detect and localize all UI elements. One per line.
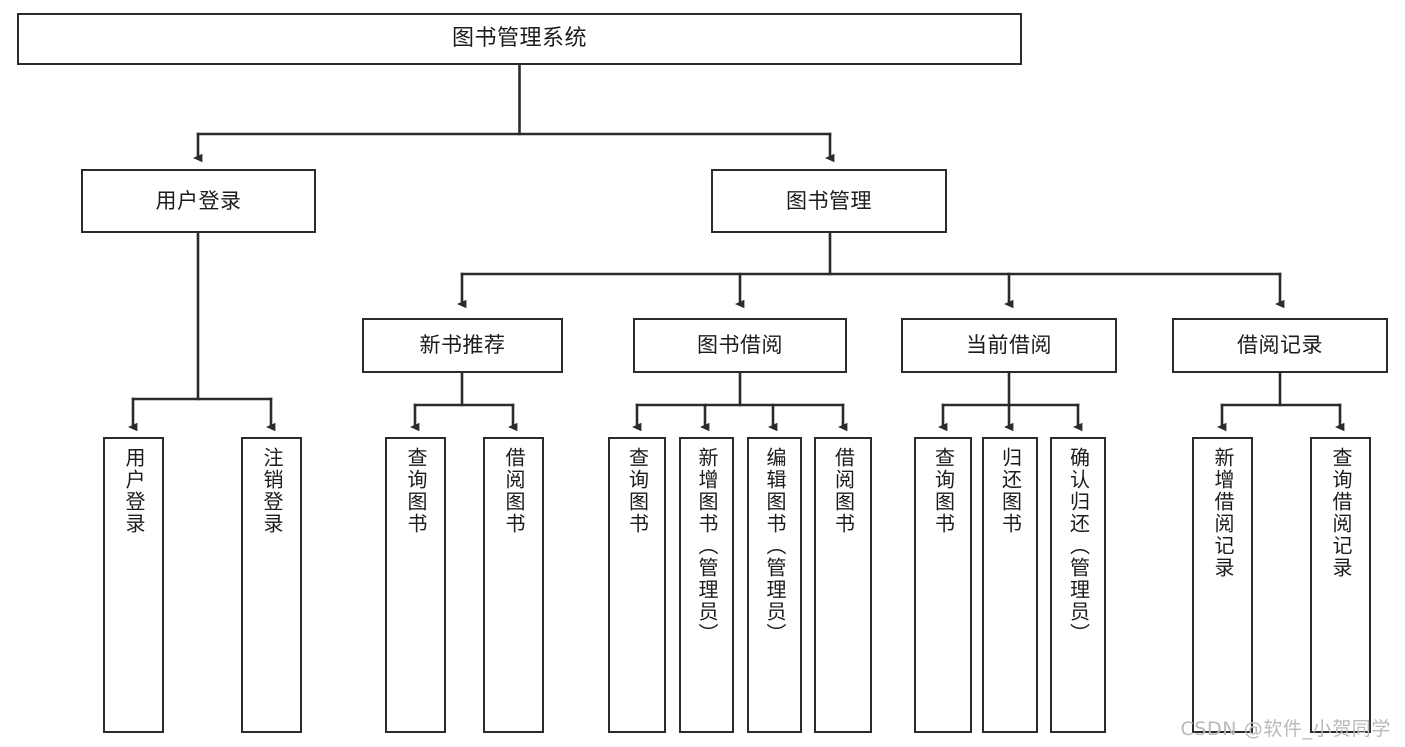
- leaf-current-borrow-query-book[interactable]: 查询图书: [914, 437, 972, 733]
- leaf-book-borrow-add-book-admin[interactable]: 新增图书（管理员）: [679, 437, 734, 733]
- node-label: 确认归还（管理员）: [1066, 447, 1091, 645]
- node-borrow-record[interactable]: 借阅记录: [1172, 318, 1388, 373]
- node-label: 编辑图书（管理员）: [763, 447, 787, 645]
- leaf-current-borrow-return-book[interactable]: 归还图书: [982, 437, 1038, 733]
- node-label: 图书管理系统: [451, 26, 587, 52]
- node-book-management[interactable]: 图书管理: [711, 169, 947, 233]
- node-label: 注销登录: [260, 447, 284, 535]
- node-label: 借阅图书: [502, 447, 526, 535]
- node-label: 图书管理: [786, 188, 872, 213]
- node-label: 借阅图书: [831, 447, 856, 535]
- node-label: 新增借阅记录: [1211, 447, 1235, 579]
- leaf-new-book-query-book[interactable]: 查询图书: [385, 437, 446, 733]
- node-label: 借阅记录: [1237, 333, 1323, 358]
- node-new-book-recommendation[interactable]: 新书推荐: [362, 318, 563, 373]
- leaf-user-login-signout[interactable]: 注销登录: [241, 437, 302, 733]
- node-label: 归还图书: [998, 447, 1023, 535]
- node-label: 新增图书（管理员）: [695, 447, 719, 645]
- node-label: 查询借阅记录: [1329, 447, 1353, 579]
- leaf-borrow-record-add-record[interactable]: 新增借阅记录: [1192, 437, 1253, 733]
- leaf-book-borrow-borrow-book[interactable]: 借阅图书: [814, 437, 872, 733]
- node-label: 用户登录: [122, 447, 146, 535]
- node-label: 新书推荐: [419, 333, 506, 358]
- node-book-borrow[interactable]: 图书借阅: [633, 318, 847, 373]
- node-label: 用户登录: [155, 188, 242, 213]
- node-label: 查询图书: [625, 447, 650, 535]
- leaf-current-borrow-confirm-return-admin[interactable]: 确认归还（管理员）: [1050, 437, 1106, 733]
- csdn-watermark: CSDN @软件_小贺同学: [1180, 718, 1391, 740]
- node-label: 当前借阅: [966, 333, 1052, 358]
- leaf-book-borrow-query-book[interactable]: 查询图书: [608, 437, 666, 733]
- node-label: 查询图书: [404, 447, 428, 535]
- leaf-borrow-record-query-record[interactable]: 查询借阅记录: [1310, 437, 1371, 733]
- node-label: 图书借阅: [697, 333, 783, 358]
- leaf-new-book-borrow-book[interactable]: 借阅图书: [483, 437, 544, 733]
- leaf-user-login-signin[interactable]: 用户登录: [103, 437, 164, 733]
- node-label: 查询图书: [931, 447, 956, 535]
- leaf-book-borrow-edit-book-admin[interactable]: 编辑图书（管理员）: [747, 437, 802, 733]
- node-root-book-management-system[interactable]: 图书管理系统: [17, 13, 1022, 65]
- node-user-login[interactable]: 用户登录: [81, 169, 316, 233]
- node-current-borrow[interactable]: 当前借阅: [901, 318, 1117, 373]
